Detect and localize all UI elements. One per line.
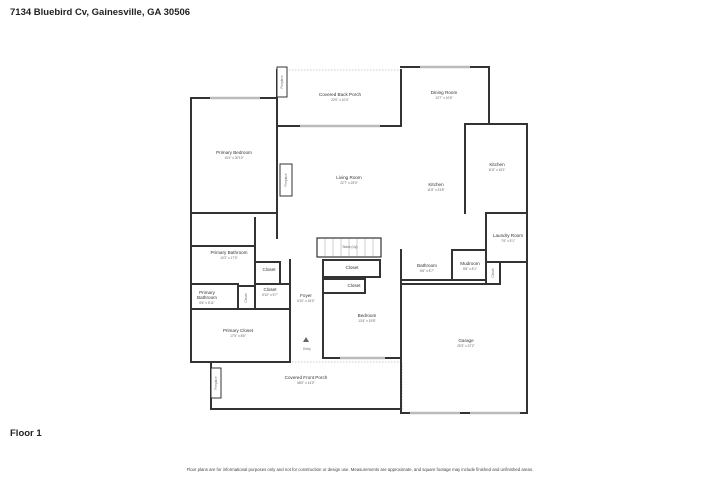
svg-text:11'8" x 23'8": 11'8" x 23'8" bbox=[427, 188, 444, 192]
room-living: Living Room bbox=[336, 175, 362, 180]
room-primary-closet: Primary Closet bbox=[223, 328, 254, 333]
wall-garage bbox=[400, 279, 487, 285]
wall-mudroom bbox=[451, 249, 487, 281]
room-foyer: Foyer bbox=[300, 293, 312, 298]
wall-bedroom bbox=[322, 259, 402, 359]
property-address: 7134 Bluebird Cv, Gainesville, GA 30506 bbox=[10, 7, 191, 18]
svg-text:10'2" x 17'0": 10'2" x 17'0" bbox=[220, 256, 237, 260]
room-dining: Dining Room bbox=[431, 90, 458, 95]
room-closet-b: Closet bbox=[244, 293, 248, 302]
wall-outer-left bbox=[190, 97, 278, 363]
svg-text:25'3" x 37'2": 25'3" x 37'2" bbox=[457, 344, 474, 348]
fireplace-top-box bbox=[276, 66, 288, 98]
stair-treads bbox=[324, 238, 374, 257]
wall-bathroom bbox=[400, 249, 453, 281]
room-bathroom: Bathroom bbox=[417, 263, 437, 268]
room-mudroom: Mudroom bbox=[460, 261, 480, 266]
room-primary-bathroom-small: Primary bbox=[199, 290, 216, 295]
room-primary-bathroom: Primary Bathroom bbox=[210, 250, 247, 255]
wall-closet-a bbox=[254, 261, 281, 285]
room-kitchen: Kitchen bbox=[428, 182, 444, 187]
fireplace-front-box bbox=[210, 367, 222, 399]
fireplace-living-label: Fireplace bbox=[284, 173, 288, 186]
room-entry: Entry bbox=[303, 347, 311, 351]
room-laundry: Laundry Room bbox=[493, 233, 523, 238]
covered-front-porch-area bbox=[210, 361, 403, 410]
svg-text:58'0" x 14'0": 58'0" x 14'0" bbox=[297, 381, 314, 385]
wall-closet-f bbox=[485, 261, 501, 285]
svg-text:5'8" x 8'1": 5'8" x 8'1" bbox=[463, 267, 477, 271]
svg-text:7'6" x 5'1": 7'6" x 5'1" bbox=[501, 239, 515, 243]
room-stairs: Stairs (Up) bbox=[342, 245, 357, 249]
disclaimer-text: Floor plans are for informational purpos… bbox=[186, 467, 534, 472]
svg-text:13'4" x 19'8": 13'4" x 19'8" bbox=[358, 319, 375, 323]
wall-garage-outer bbox=[400, 212, 528, 414]
wall-closet-d bbox=[322, 259, 381, 278]
svg-text:8'6" x 8'7": 8'6" x 8'7" bbox=[420, 269, 434, 273]
room-covered-front-porch: Covered Front Porch bbox=[285, 375, 328, 380]
svg-text:13'7" x 10'6": 13'7" x 10'6" bbox=[435, 96, 452, 100]
wall-kitchen-right bbox=[464, 123, 528, 214]
svg-text:17'5" x 8'6": 17'5" x 8'6" bbox=[230, 334, 246, 338]
room-garage: Garage bbox=[458, 338, 474, 343]
fireplace-living-box bbox=[279, 163, 293, 197]
room-kitchen-nook: Kitchen bbox=[489, 162, 505, 167]
svg-text:22'0" x 10'4": 22'0" x 10'4" bbox=[331, 98, 348, 102]
room-closet-a: Closet bbox=[262, 267, 276, 272]
svg-text:11'6" x 16'1": 11'6" x 16'1" bbox=[488, 168, 505, 172]
svg-text:Bathroom: Bathroom bbox=[197, 295, 217, 300]
wall-closet-e bbox=[322, 278, 366, 294]
room-primary-bedroom: Primary Bedroom bbox=[216, 150, 252, 155]
floor-label: Floor 1 bbox=[10, 428, 42, 439]
wall-primary-closet bbox=[190, 308, 291, 363]
room-closet-e: Closet bbox=[347, 283, 361, 288]
svg-text:5'6" x 5'11": 5'6" x 5'11" bbox=[199, 301, 214, 305]
entry-arrow-icon bbox=[303, 337, 309, 342]
svg-text:22'7" x 25'0": 22'7" x 25'0" bbox=[340, 181, 357, 185]
room-bedroom: Bedroom bbox=[358, 313, 377, 318]
fireplace-front-label: Fireplace bbox=[214, 376, 218, 389]
room-closet-c: Closet bbox=[263, 287, 277, 292]
svg-text:15'4" x 20'10": 15'4" x 20'10" bbox=[224, 156, 243, 160]
room-closet-f: Closet bbox=[491, 268, 495, 277]
svg-text:6'10" x 16'0": 6'10" x 16'0" bbox=[297, 299, 314, 303]
room-closet-d: Closet bbox=[345, 265, 359, 270]
room-covered-back-porch: Covered Back Porch bbox=[319, 92, 362, 97]
svg-text:5'10" x 5'7": 5'10" x 5'7" bbox=[262, 293, 278, 297]
fireplace-top-label: Fireplace bbox=[280, 75, 284, 88]
